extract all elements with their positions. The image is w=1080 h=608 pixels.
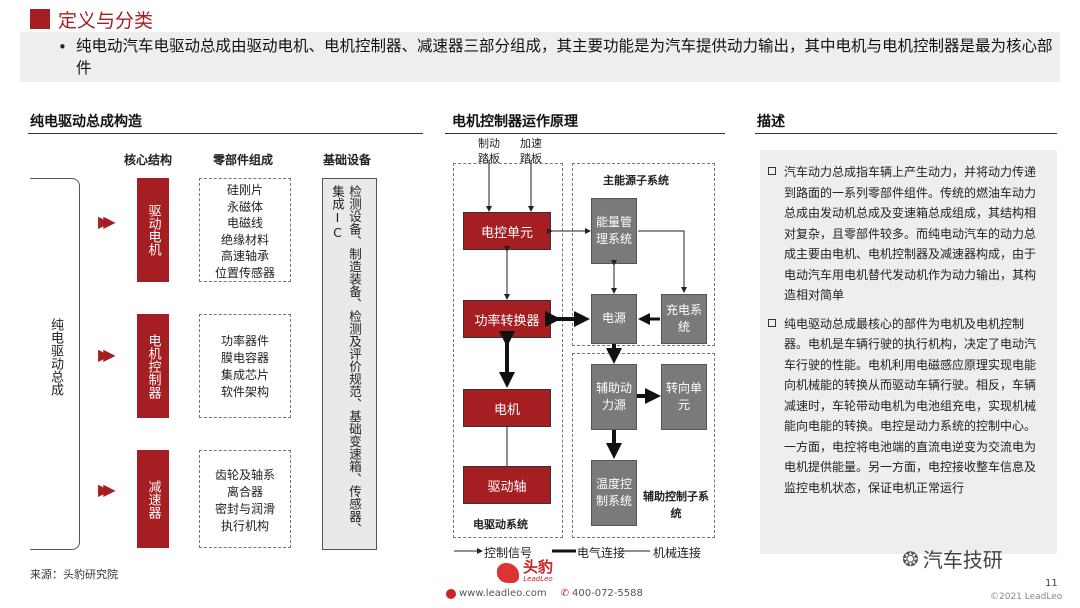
temp-ctrl-box: 温度控制系统	[591, 460, 637, 526]
steering-box: 转向单元	[661, 364, 707, 430]
part-item: 高速轴承	[220, 249, 269, 263]
brake-pedal-label: 制动踏板	[478, 137, 500, 165]
middle-title-rule	[445, 133, 725, 134]
part-item: 执行机构	[220, 519, 269, 533]
legend-mechanical: 机械连接	[653, 546, 702, 560]
col-core-header: 核心结构	[124, 153, 173, 167]
part-item: 硅刚片	[226, 183, 263, 197]
legend-electrical: 电气连接	[577, 546, 626, 560]
phone-icon: ✆	[560, 588, 570, 599]
drive-system-title: 电驱动系统	[473, 518, 528, 531]
logo-cn: 头豹	[523, 558, 554, 576]
legend-control-signal: 控制信号	[484, 546, 533, 560]
aux-power-box: 辅助动力源	[591, 364, 637, 430]
connector-lines	[454, 160, 687, 554]
middle-section-title: 电机控制器运作原理	[452, 114, 578, 130]
chevron-icon: ▶▶	[98, 480, 115, 499]
summary-text: 纯电动汽车电驱动总成由驱动电机、电机控制器、减速器三部分组成，其主要功能是为汽车…	[76, 37, 1053, 77]
footer-contact: www.leadleo.com ✆ 400-072-5588	[446, 588, 643, 599]
logo-en: LeadLeo	[523, 575, 553, 583]
charging-box: 充电系统	[661, 294, 707, 344]
aux-control-title: 辅助控制子系统	[643, 490, 709, 520]
leopard-logo-icon	[497, 563, 519, 583]
description-text: 纯电驱动总成最核心的部件为电机及电机控制器。电机是车辆行驶的执行机构，决定了电动…	[784, 316, 1037, 495]
aux-control-frame	[572, 353, 715, 538]
part-item: 功率器件	[220, 334, 269, 348]
right-section-title: 描述	[757, 114, 785, 130]
parts-box-controller: 功率器件 膜电容器 集成芯片 软件架构	[199, 314, 291, 418]
description-item: 纯电驱动总成最核心的部件为电机及电机控制器。电机是车辆行驶的执行机构，决定了电动…	[768, 314, 1047, 499]
description-panel: 汽车动力总成指车辆上产生动力，并将动力传递到路面的一系列零部件组件。传统的燃油车…	[760, 150, 1057, 554]
part-item: 位置传感器	[214, 265, 275, 280]
part-item: 齿轮及轴系	[214, 468, 275, 482]
accel-pedal-label: 加速踏板	[520, 137, 542, 165]
power-source-box: 电源	[591, 294, 637, 344]
parts-box-motor: 硅刚片 永磁体 电磁线 绝缘材料 高速轴承 位置传感器	[199, 178, 291, 282]
web-icon	[446, 588, 456, 599]
part-item: 永磁体	[226, 199, 263, 214]
leadleo-logo: 头豹 LeadLeo	[497, 559, 553, 583]
col-parts-header: 零部件组成	[213, 153, 274, 167]
page-title: 定义与分类	[58, 10, 154, 32]
phone-number: 400-072-5588	[572, 588, 643, 599]
website-link[interactable]: www.leadleo.com	[459, 588, 547, 599]
summary-bullet-dot: •	[58, 38, 67, 56]
main-power-title: 主能源子系统	[603, 174, 669, 187]
base-equipment-text: 检测设备、制造装备、检测及评价规范、基础变速箱、传感器、集成IC	[330, 185, 362, 535]
root-label: 纯电驱动总成	[48, 318, 63, 396]
header-red-square	[30, 9, 50, 29]
page-number: 11	[1045, 578, 1058, 589]
checkbox-bullet-icon	[768, 318, 776, 327]
chevron-icon: ▶▶	[98, 345, 115, 364]
base-equipment-box: 检测设备、制造装备、检测及评价规范、基础变速箱、传感器、集成IC	[322, 178, 377, 550]
motor-box: 电机	[463, 389, 551, 427]
core-motor-controller: 电机控制器	[137, 314, 169, 418]
right-title-rule	[755, 133, 1057, 134]
core-reducer: 减速器	[137, 450, 169, 548]
wechat-icon: ❂	[902, 546, 919, 571]
core-drive-motor: 驱动电机	[137, 178, 169, 282]
part-item: 绝缘材料	[220, 232, 269, 247]
left-title-rule	[28, 133, 423, 134]
root-bracket	[30, 178, 80, 550]
part-item: 软件架构	[220, 385, 269, 399]
parts-box-reducer: 齿轮及轴系 离合器 密封与润滑 执行机构	[199, 450, 291, 548]
checkbox-bullet-icon	[768, 167, 776, 175]
summary-banner	[20, 32, 1060, 82]
description-item: 汽车动力总成指车辆上产生动力，并将动力传递到路面的一系列零部件组件。传统的燃油车…	[768, 162, 1047, 306]
ecu-box: 电控单元	[463, 212, 551, 250]
drive-system-frame	[453, 163, 563, 538]
main-power-frame	[572, 163, 715, 346]
part-item: 电磁线	[226, 216, 263, 230]
source-note: 来源：头豹研究院	[30, 568, 118, 581]
part-item: 膜电容器	[220, 351, 269, 365]
part-item: 密封与润滑	[214, 502, 275, 516]
energy-mgmt-box: 能量管理系统	[591, 198, 637, 264]
watermark: ❂ 汽车技研	[902, 546, 1003, 573]
part-item: 离合器	[226, 485, 263, 499]
part-item: 集成芯片	[220, 368, 269, 382]
chevron-icon: ▶▶	[98, 212, 115, 231]
col-base-header: 基础设备	[323, 153, 372, 167]
drive-shaft-box: 驱动轴	[463, 466, 551, 504]
description-text: 汽车动力总成指车辆上产生动力，并将动力传递到路面的一系列零部件组件。传统的燃油车…	[784, 165, 1037, 302]
copyright: ©2021 LeadLeo	[990, 592, 1063, 602]
left-section-title: 纯电驱动总成构造	[30, 114, 142, 130]
